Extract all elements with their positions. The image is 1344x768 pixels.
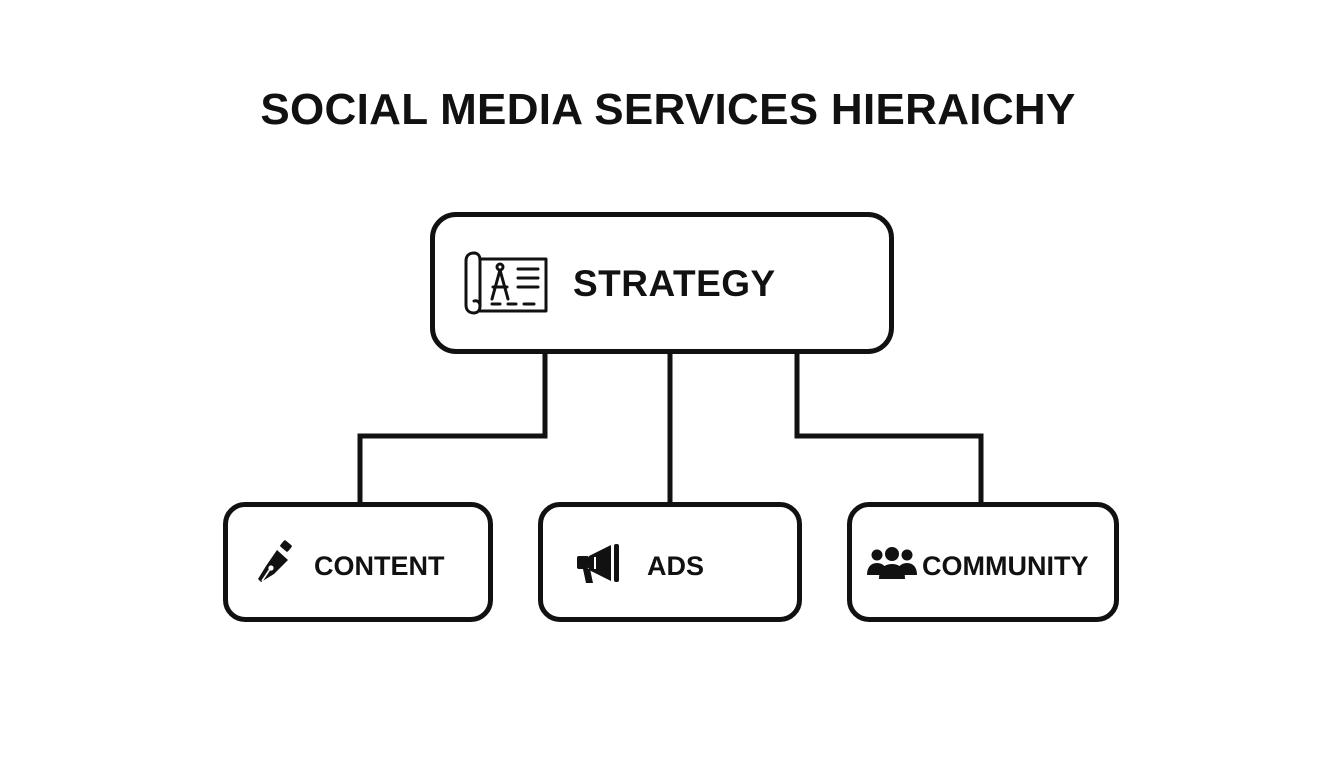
megaphone-icon xyxy=(577,544,619,583)
community-label: COMMUNITY xyxy=(922,551,1089,581)
strategy-label: STRATEGY xyxy=(573,263,776,304)
content-label: CONTENT xyxy=(314,551,445,581)
connector-strategy-community xyxy=(794,354,984,502)
ads-node: ADS xyxy=(538,502,802,622)
pen-nib-icon xyxy=(258,540,292,582)
community-node: COMMUNITY xyxy=(847,502,1119,622)
blueprint-compass-icon xyxy=(464,251,548,315)
connector-strategy-content xyxy=(357,354,548,502)
people-group-icon xyxy=(867,547,917,579)
strategy-node: STRATEGY xyxy=(430,212,894,354)
diagram-title: SOCIAL MEDIA SERVICES HIERAICHY xyxy=(260,85,1076,134)
content-node: CONTENT xyxy=(223,502,493,622)
ads-label: ADS xyxy=(647,551,705,581)
